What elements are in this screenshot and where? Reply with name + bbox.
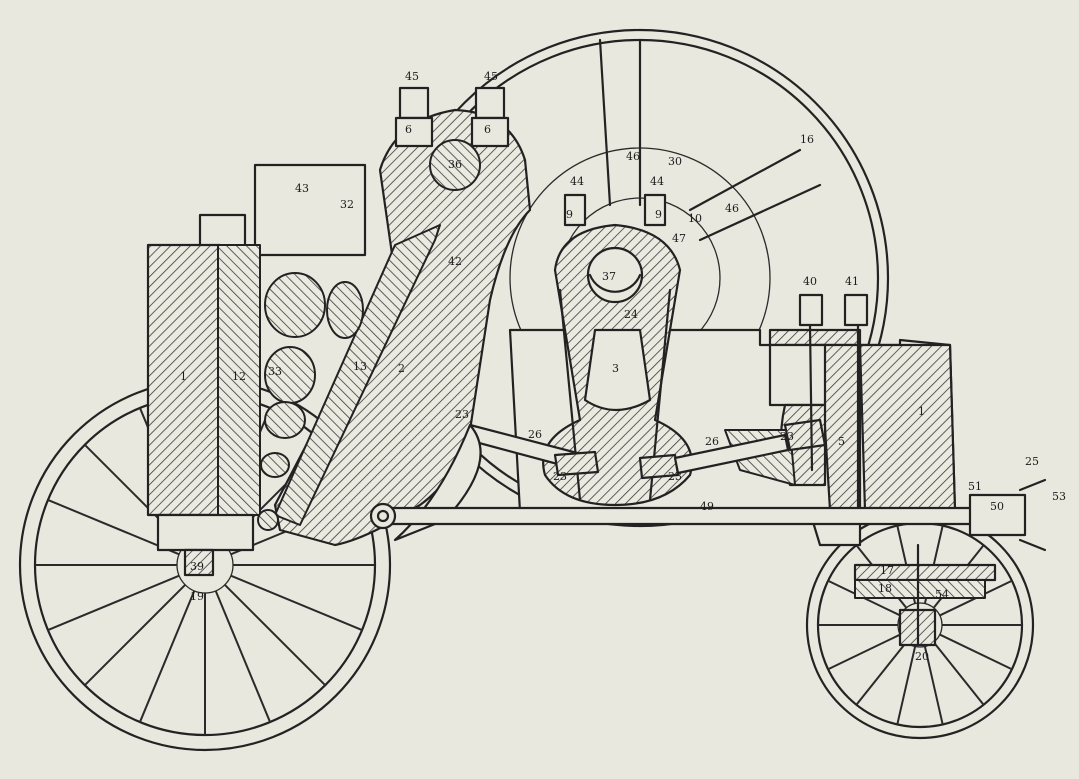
part-label-23: 23 [780, 430, 794, 443]
part-label-30: 30 [668, 155, 682, 168]
wheel-spoke [224, 584, 326, 686]
part-label-41: 41 [845, 275, 859, 288]
part-label-26: 26 [528, 428, 542, 441]
part-label-53: 53 [1052, 490, 1066, 503]
wheel-spoke [932, 641, 985, 706]
wheel-spoke [214, 590, 271, 723]
part-label-51: 51 [968, 480, 982, 493]
tie-rod [369, 478, 1047, 552]
part-label-47: 47 [672, 232, 686, 245]
part-label-45: 45 [484, 70, 498, 83]
part-label-45: 45 [405, 70, 419, 83]
part-label-12: 12 [232, 370, 246, 383]
part-label-2: 2 [398, 362, 405, 375]
part-label-54: 54 [935, 588, 949, 601]
toggle-plates [428, 418, 827, 480]
wheel-spoke [84, 584, 186, 686]
part-label-24: 24 [624, 308, 638, 321]
part-label-25: 25 [1025, 455, 1039, 468]
wheel-spoke [923, 646, 944, 725]
part-label-17: 17 [880, 564, 894, 577]
part-label-9: 9 [566, 208, 573, 221]
part-label-33: 33 [268, 365, 282, 378]
part-label-9: 9 [655, 208, 662, 221]
top-bolts [394, 86, 869, 517]
wheel-spoke [896, 646, 917, 725]
wheel-spoke [939, 633, 1013, 671]
part-label-37: 37 [602, 270, 616, 283]
part-label-6: 6 [405, 123, 412, 136]
part-label-44: 44 [650, 175, 664, 188]
part-label-3: 3 [612, 362, 619, 375]
wheel-spoke [47, 574, 180, 631]
part-label-16: 16 [800, 133, 814, 146]
part-label-5: 5 [838, 435, 845, 448]
part-label-20: 20 [915, 650, 929, 663]
part-label-10: 10 [688, 212, 702, 225]
wheel-spoke [230, 574, 363, 631]
part-label-46: 46 [725, 202, 739, 215]
part-label-1: 1 [180, 370, 187, 383]
part-label-46: 46 [626, 150, 640, 163]
fixed-jaw [146, 163, 367, 577]
part-label-40: 40 [803, 275, 817, 288]
part-label-23: 23 [668, 470, 682, 483]
adjusting-block [853, 543, 997, 647]
part-label-39: 39 [190, 560, 204, 573]
part-label-6: 6 [484, 123, 491, 136]
part-label-50: 50 [990, 500, 1004, 513]
part-label-1: 1 [918, 405, 925, 418]
part-label-42: 42 [448, 255, 462, 268]
part-label-44: 44 [570, 175, 584, 188]
part-label-36: 36 [448, 158, 462, 171]
part-label-32: 32 [340, 198, 354, 211]
stones [257, 272, 364, 531]
part-label-49: 49 [700, 500, 714, 513]
part-label-18: 18 [878, 582, 892, 595]
part-label-13: 13 [353, 360, 367, 373]
part-label-23: 23 [553, 470, 567, 483]
swing-jaw [273, 108, 532, 547]
wheel-spoke [855, 641, 908, 706]
part-label-26: 26 [705, 435, 719, 448]
part-label-43: 43 [295, 182, 309, 195]
part-label-19: 19 [190, 590, 204, 603]
wheel-spoke [139, 590, 196, 723]
part-label-23: 23 [455, 408, 469, 421]
wheel-spoke [827, 633, 901, 671]
